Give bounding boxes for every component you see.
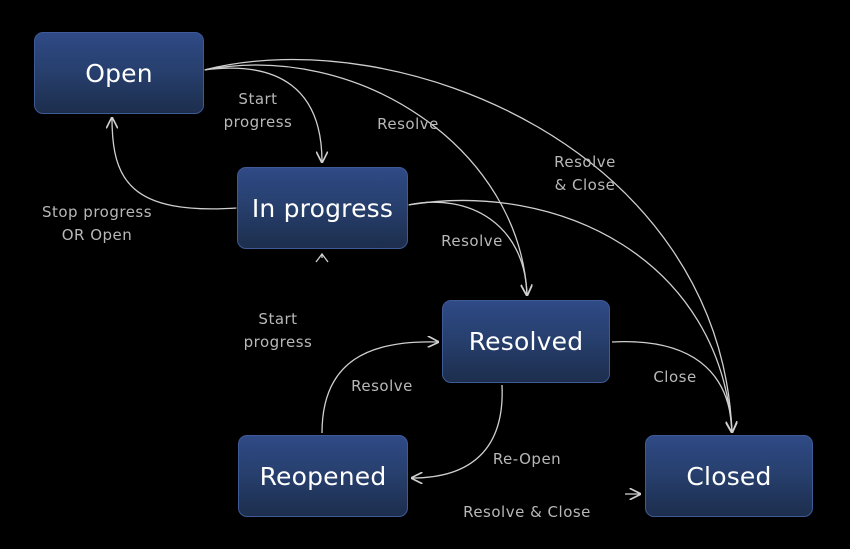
edge-in-progress-to-open — [112, 118, 238, 210]
label-reopened-to-resolved: Resolve — [351, 377, 413, 395]
label-resolved-to-reopened: Re-Open — [492, 450, 562, 468]
label-reopened-to-in-progress: Start progress — [243, 310, 313, 351]
edge-resolved-to-closed — [611, 341, 732, 432]
edge-open-to-closed — [203, 58, 732, 432]
state-open: Open — [34, 32, 204, 114]
label-open-to-in-progress: Start progress — [223, 90, 293, 131]
edge-in-progress-to-closed — [407, 199, 732, 432]
state-resolved: Resolved — [442, 300, 610, 383]
state-in-progress: In progress — [237, 167, 408, 249]
label-resolved-to-closed: Close — [653, 368, 697, 386]
state-reopened: Reopened — [238, 435, 408, 517]
edge-open-to-in-progress — [203, 67, 322, 162]
label-in-progress-to-resolved: Resolve — [441, 232, 503, 250]
label-reopened-to-closed: Resolve & Close — [463, 503, 591, 521]
state-closed: Closed — [645, 435, 813, 517]
label-in-progress-to-open: Stop progress OR Open — [41, 203, 153, 244]
label-open-to-closed: Resolve & Close — [554, 153, 616, 194]
edge-resolved-to-reopened — [412, 384, 503, 478]
label-open-to-resolved: Resolve — [377, 115, 439, 133]
arrowhead-into-in-progress — [315, 252, 329, 263]
edge-open-to-resolved — [203, 64, 527, 295]
edge-reopened-to-resolved — [321, 342, 438, 434]
